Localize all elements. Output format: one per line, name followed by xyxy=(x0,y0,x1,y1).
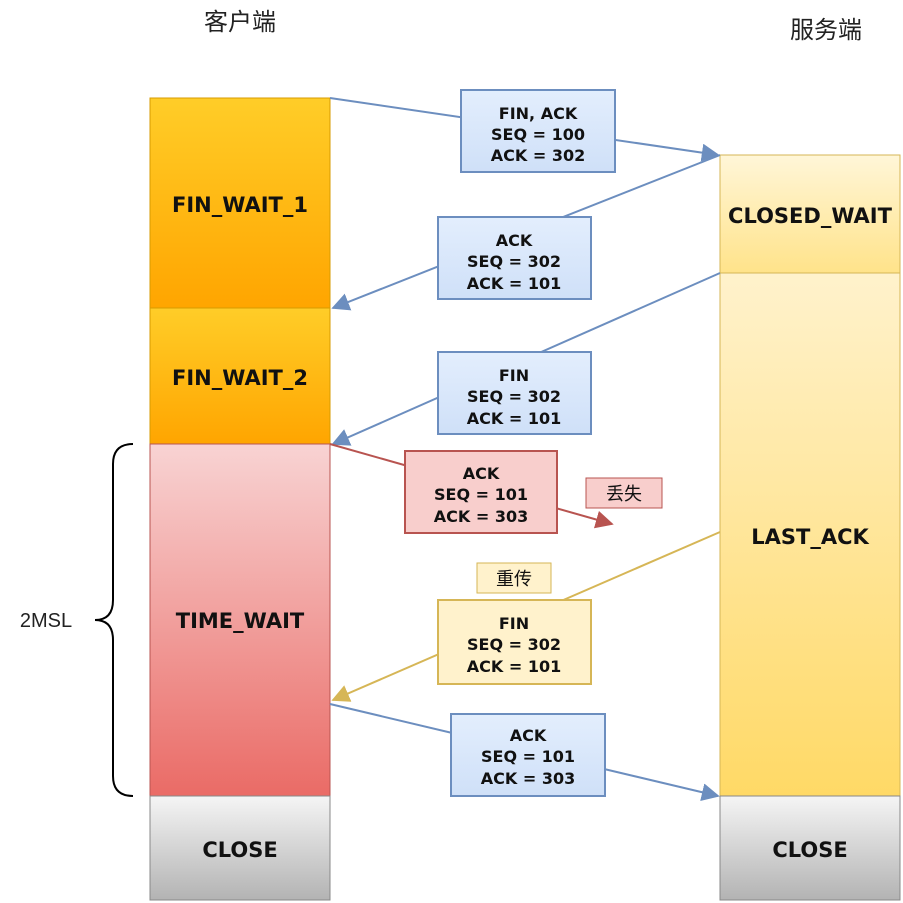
msg-line: SEQ = 302 xyxy=(467,252,561,271)
server-state-closed-wait: CLOSED_WAIT xyxy=(719,154,901,274)
msg-line: FIN xyxy=(499,614,529,633)
client-state-fin-wait-2: FIN_WAIT_2 xyxy=(149,307,331,445)
msg-line: SEQ = 101 xyxy=(481,747,575,766)
msg-ack-lost: ACK SEQ = 101 ACK = 303 xyxy=(404,450,558,534)
msg-fin-retransmit: FIN SEQ = 302 ACK = 101 xyxy=(437,599,592,685)
msl-brace xyxy=(94,443,134,797)
state-label: FIN_WAIT_1 xyxy=(172,193,308,217)
msg-line: SEQ = 100 xyxy=(491,125,585,144)
state-label: CLOSE xyxy=(772,838,847,862)
state-label: CLOSED_WAIT xyxy=(728,204,893,228)
state-label: CLOSE xyxy=(202,838,277,862)
msg-line: ACK xyxy=(463,464,500,483)
client-state-time-wait: TIME_WAIT xyxy=(149,443,331,797)
server-state-close: CLOSE xyxy=(719,795,901,901)
msg-fin-ack: FIN, ACK SEQ = 100 ACK = 302 xyxy=(460,89,616,173)
lost-tag-label: 丢失 xyxy=(606,484,642,505)
msg-line: SEQ = 302 xyxy=(467,635,561,654)
msg-line: SEQ = 101 xyxy=(434,485,528,504)
client-state-close: CLOSE xyxy=(149,795,331,901)
state-label: LAST_ACK xyxy=(751,525,869,549)
client-title: 客户端 xyxy=(204,8,276,36)
retransmit-tag-label: 重传 xyxy=(496,569,532,590)
msg-line: ACK xyxy=(496,231,533,250)
msg-line: FIN xyxy=(499,366,529,385)
msg-ack-final: ACK SEQ = 101 ACK = 303 xyxy=(450,713,606,797)
msg-line: ACK = 303 xyxy=(481,769,575,788)
msg-fin-1: FIN SEQ = 302 ACK = 101 xyxy=(437,351,592,435)
client-state-fin-wait-1: FIN_WAIT_1 xyxy=(149,97,331,309)
msg-line: ACK = 303 xyxy=(434,507,528,526)
msg-line: ACK = 101 xyxy=(467,274,561,293)
msg-line: ACK xyxy=(510,726,547,745)
server-state-last-ack: LAST_ACK xyxy=(719,272,901,797)
msg-line: ACK = 302 xyxy=(491,146,585,165)
msg-ack-1: ACK SEQ = 302 ACK = 101 xyxy=(437,216,592,300)
msg-line: ACK = 101 xyxy=(467,657,561,676)
server-title: 服务端 xyxy=(790,16,862,44)
state-label: TIME_WAIT xyxy=(176,609,305,633)
retransmit-tag: 重传 xyxy=(476,562,552,594)
msg-line: SEQ = 302 xyxy=(467,387,561,406)
msg-line: FIN, ACK xyxy=(499,104,578,123)
state-label: FIN_WAIT_2 xyxy=(172,366,308,390)
msg-line: ACK = 101 xyxy=(467,409,561,428)
msl-label: 2MSL xyxy=(20,610,72,632)
lost-tag: 丢失 xyxy=(585,477,663,509)
